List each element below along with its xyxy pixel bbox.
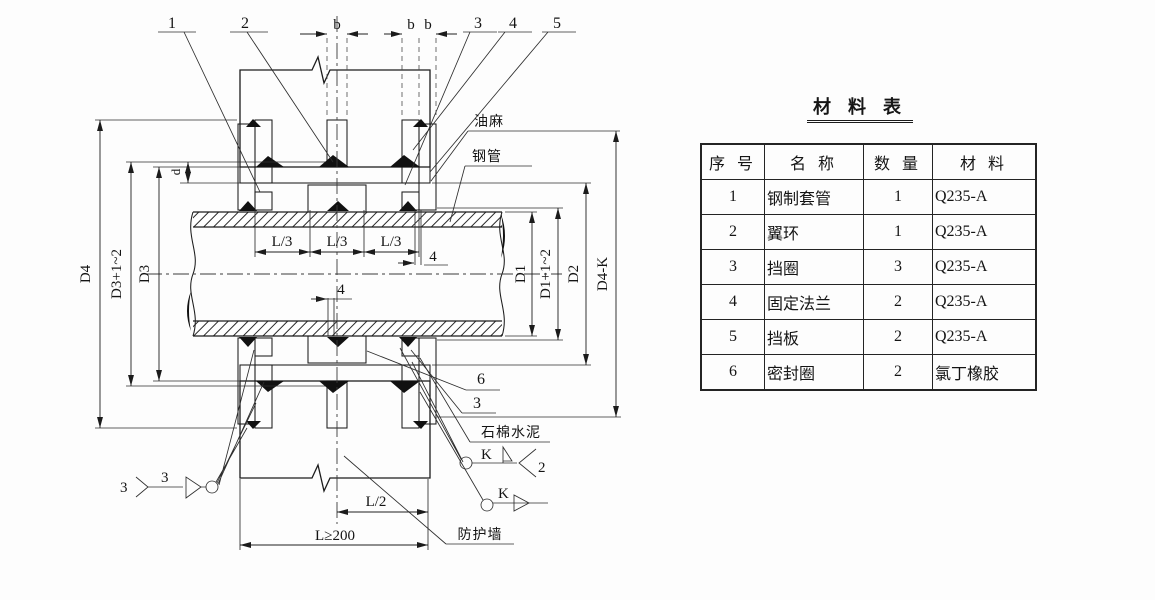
dimension-b: b b b (300, 17, 457, 118)
col-header-material: 材 料 (932, 143, 1037, 180)
callout-6: 6 (477, 371, 485, 388)
table-row: 1 钢制套管 1 Q235-A (700, 179, 1037, 215)
cell-material: Q235-A (932, 179, 1037, 215)
cell-no: 4 (700, 284, 765, 320)
cell-qty: 3 (863, 249, 933, 285)
dim-d4-k: D4-K (595, 257, 611, 291)
table-row: 5 挡板 2 Q235-A (700, 319, 1037, 355)
cell-name: 固定法兰 (764, 284, 864, 320)
cell-material: Q235-A (932, 249, 1037, 285)
weld-symbol-k1: K 2 (399, 347, 546, 478)
materials-table-grid: 序 号 名 称 数 量 材 料 1 钢制套管 1 Q235-A 2 翼环 1 Q… (700, 143, 1037, 391)
dimension-4-gap: 4 4 (311, 210, 448, 336)
cell-no: 3 (700, 249, 765, 285)
callout-3: 3 (474, 15, 482, 32)
callouts-bottom: 6 3 石棉水泥 防护墙 (343, 349, 550, 545)
dim-b-wing: b (333, 17, 341, 33)
cell-no: 5 (700, 319, 765, 355)
callouts-top: 1 2 3 4 5 (158, 15, 576, 193)
dim-d3: D3 (137, 265, 153, 283)
materials-table-title-text: 材 料 表 (806, 97, 913, 123)
dim-d2: D2 (566, 265, 582, 283)
dim-d3-plus: D3+1~2 (109, 249, 125, 299)
dim-four-b: 4 (337, 282, 345, 298)
weld-3-size: 3 (120, 480, 128, 496)
labels-right: 油麻 钢管 (430, 113, 620, 223)
cell-material: Q235-A (932, 214, 1037, 250)
dim-l3-1: L/3 (272, 234, 293, 250)
col-header-qty: 数 量 (863, 143, 933, 180)
weld-k1-number: 2 (538, 460, 546, 476)
cell-name: 挡板 (764, 319, 864, 355)
cell-qty: 1 (863, 214, 933, 250)
cell-qty: 2 (863, 319, 933, 355)
cell-name: 翼环 (764, 214, 864, 250)
table-row: 4 固定法兰 2 Q235-A (700, 284, 1037, 320)
cell-material: Q235-A (932, 319, 1037, 355)
dimensions-bottom: L/2 L≥200 (239, 479, 429, 550)
callout-1: 1 (168, 15, 176, 32)
col-header-name: 名 称 (764, 143, 864, 180)
cell-no: 1 (700, 179, 765, 215)
label-oakum: 油麻 (474, 113, 504, 129)
callout-5: 5 (553, 15, 561, 32)
cell-no: 6 (700, 354, 765, 391)
dim-l-min: L≥200 (315, 528, 355, 544)
dim-d-small: d (168, 168, 183, 175)
table-header-row: 序 号 名 称 数 量 材 料 (700, 143, 1037, 180)
col-header-no: 序 号 (700, 143, 765, 180)
cell-name: 密封圈 (764, 354, 864, 391)
cell-qty: 2 (863, 284, 933, 320)
dim-l2: L/2 (366, 494, 387, 510)
dim-d4: D4 (78, 264, 94, 283)
materials-table: 材 料 表 序 号 名 称 数 量 材 料 1 钢制套管 1 Q235-A 2 … (700, 93, 1037, 391)
dim-b-plate: b (424, 17, 432, 33)
table-row: 6 密封圈 2 氯丁橡胶 (700, 354, 1037, 391)
weld-symbol-3: 3 3 (120, 349, 265, 499)
cell-no: 2 (700, 214, 765, 250)
dim-d1: D1 (513, 265, 529, 283)
dim-d1-plus: D1+1~2 (538, 249, 554, 299)
label-protective-wall: 防护墙 (458, 526, 503, 542)
materials-table-title: 材 料 表 (700, 93, 1020, 123)
centerlines (146, 16, 562, 524)
weld-k2-label: K (498, 486, 509, 502)
dimensions-left: D4 D3+1~2 D3 d (78, 119, 325, 429)
callout-2: 2 (241, 15, 249, 32)
weld-symbol-k2: K (419, 391, 548, 512)
dim-l3-3: L/3 (381, 234, 402, 250)
steel-pipe (187, 211, 505, 337)
label-asbestos-cement: 石棉水泥 (481, 424, 541, 440)
weld-k1-label: K (481, 447, 492, 463)
callout-3b: 3 (473, 395, 481, 412)
cell-name: 挡圈 (764, 249, 864, 285)
table-row: 2 翼环 1 Q235-A (700, 214, 1037, 250)
dimensions-right: D1 D1+1~2 D2 D4-K (432, 131, 621, 418)
cell-qty: 1 (863, 179, 933, 215)
dim-l3-2: L/3 (327, 234, 348, 250)
label-steel-pipe: 钢管 (472, 148, 502, 164)
cell-material: 氯丁橡胶 (932, 354, 1037, 391)
callout-4: 4 (509, 15, 517, 32)
cell-material: Q235-A (932, 284, 1037, 320)
cell-qty: 2 (863, 354, 933, 391)
weld-3-count: 3 (161, 470, 169, 486)
cell-name: 钢制套管 (764, 179, 864, 215)
table-row: 3 挡圈 3 Q235-A (700, 249, 1037, 285)
dimension-l3: L/3 L/3 L/3 (254, 210, 420, 257)
dim-four-a: 4 (429, 249, 437, 265)
dim-b-flange: b (407, 17, 415, 33)
